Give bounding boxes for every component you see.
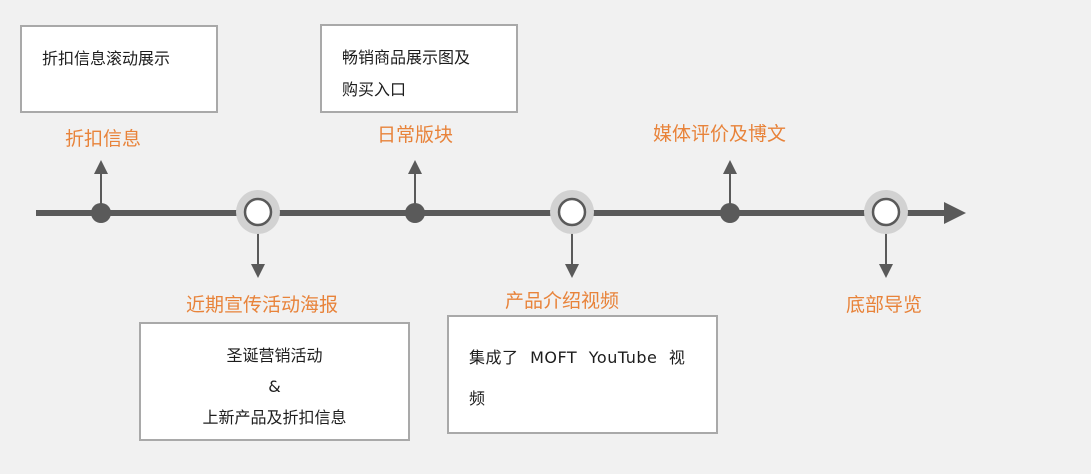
box-text-line: 集成了 MOFT YouTube 视 — [469, 348, 686, 367]
box-text-line: 折扣信息滚动展示 — [42, 49, 171, 68]
timeline-arrowhead-icon — [944, 202, 966, 224]
box-text-line: & — [268, 377, 281, 396]
milestone-dot — [405, 203, 425, 223]
product-video-box: 集成了 MOFT YouTube 视 频 — [447, 315, 718, 434]
arrow-up-icon — [408, 160, 422, 174]
promo-poster-box: 圣诞营销活动 & 上新产品及折扣信息 — [139, 322, 410, 441]
milestone-label-discount: 折扣信息 — [65, 128, 142, 150]
box-text-line: 购买入口 — [342, 80, 407, 99]
milestone-ring — [557, 197, 587, 227]
milestone-label-daily-section: 日常版块 — [377, 124, 454, 146]
box-text-line: 频 — [469, 389, 486, 408]
arrow-down-icon — [565, 264, 579, 278]
milestone-dot — [720, 203, 740, 223]
arrow-down-icon — [251, 264, 265, 278]
discount-info-box: 折扣信息滚动展示 — [20, 25, 218, 113]
milestone-label-media-reviews: 媒体评价及博文 — [653, 123, 787, 145]
milestone-ring — [871, 197, 901, 227]
box-text-line: 圣诞营销活动 — [226, 346, 323, 365]
milestone-label-footer-nav: 底部导览 — [846, 294, 923, 316]
milestone-label-product-video: 产品介绍视频 — [505, 290, 620, 312]
milestone-dot — [91, 203, 111, 223]
arrow-up-icon — [94, 160, 108, 174]
daily-section-box: 畅销商品展示图及 购买入口 — [320, 24, 518, 113]
box-text-line: 上新产品及折扣信息 — [202, 408, 347, 427]
arrow-down-icon — [879, 264, 893, 278]
milestone-ring — [243, 197, 273, 227]
milestone-label-promo-poster: 近期宣传活动海报 — [186, 294, 339, 316]
box-text-line: 畅销商品展示图及 — [342, 48, 471, 67]
arrow-up-icon — [723, 160, 737, 174]
